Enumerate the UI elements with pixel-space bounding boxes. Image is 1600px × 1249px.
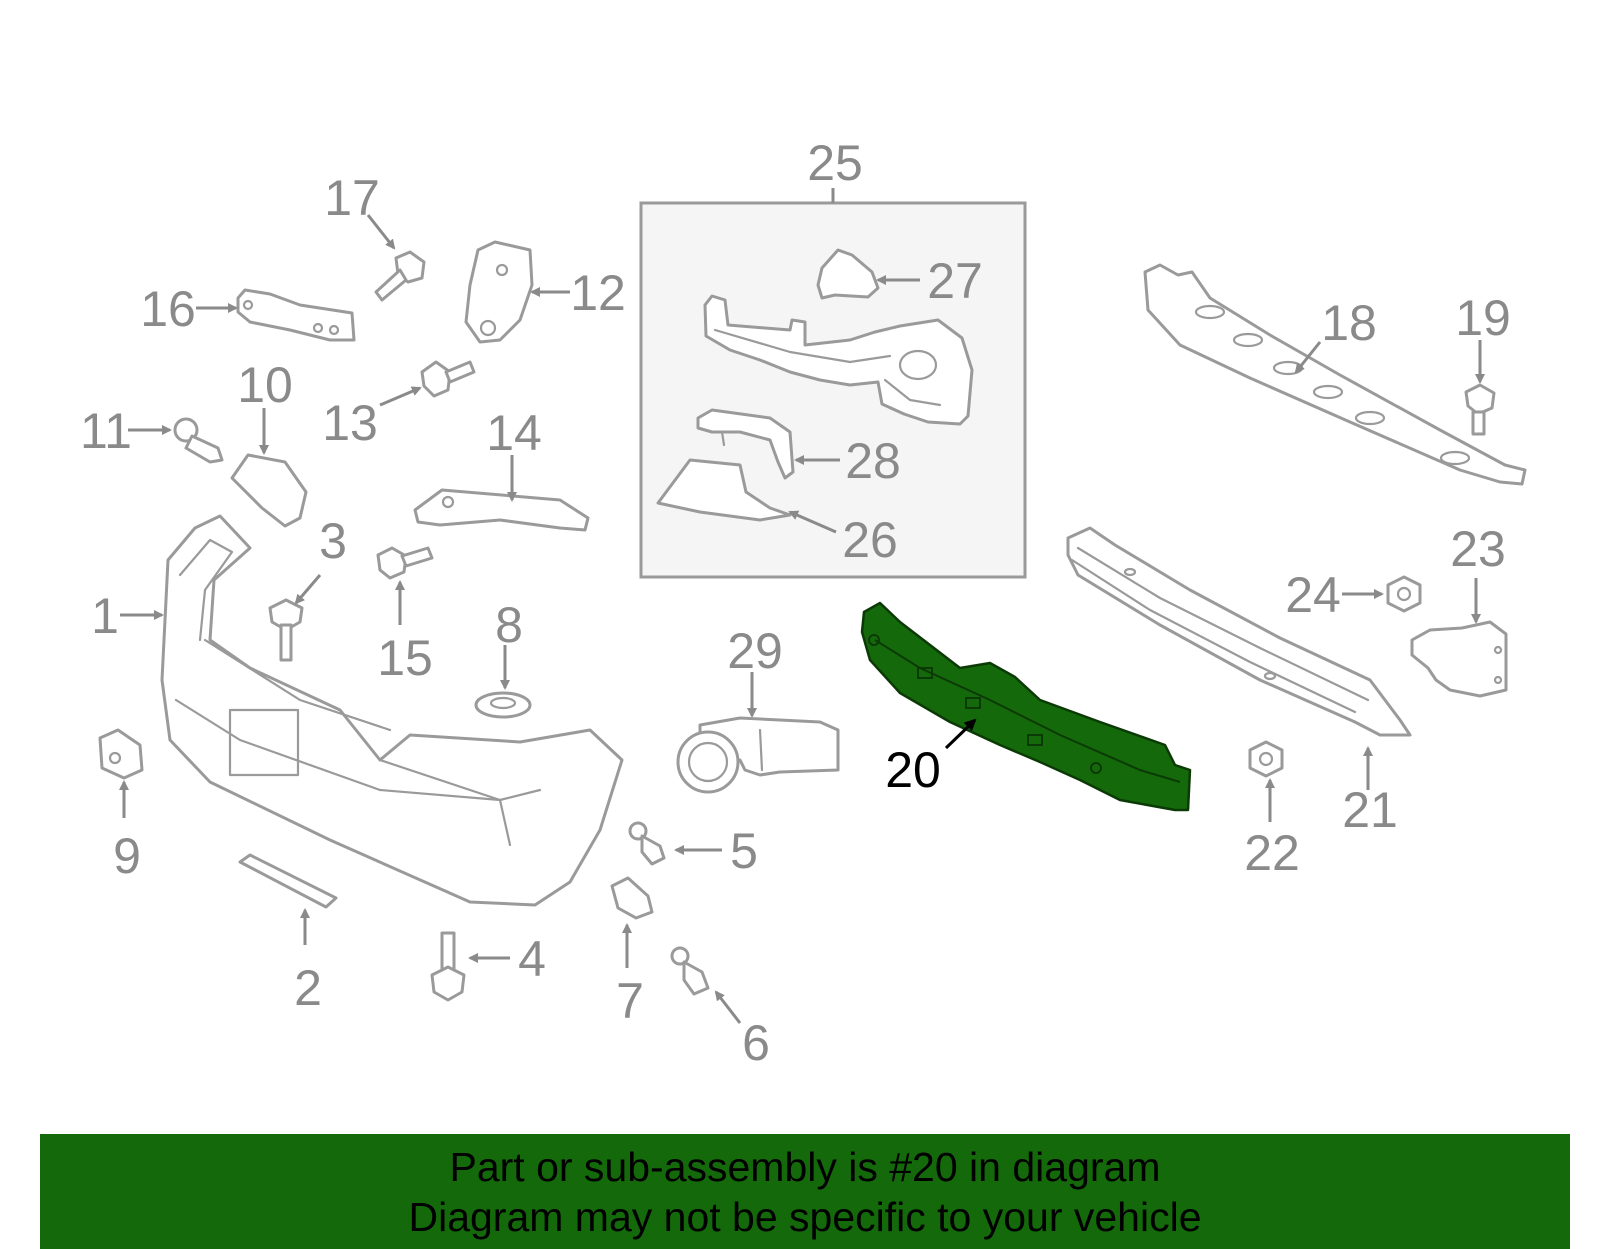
callout-22: 22 (1244, 825, 1300, 881)
part-2[interactable] (238, 853, 338, 909)
callout-7: 7 (616, 973, 644, 1029)
part-20-highlight[interactable] (860, 601, 1192, 812)
callout-29: 29 (727, 623, 783, 679)
part-13-bolt[interactable] (420, 360, 476, 398)
part-24-nut[interactable] (1386, 575, 1422, 613)
part-23-bracket[interactable] (1410, 620, 1508, 698)
callout-11: 11 (80, 403, 132, 459)
part-1-bumper-cover[interactable] (160, 514, 624, 907)
callout-27: 27 (927, 253, 983, 309)
part-26-deflector[interactable] (656, 458, 792, 522)
callout-4: 4 (518, 931, 546, 987)
callout-26: 26 (842, 512, 898, 568)
part-22-nut[interactable] (1248, 740, 1284, 778)
part-12-bracket[interactable] (464, 240, 534, 344)
part-4-bolt[interactable] (430, 931, 466, 1002)
callout-28: 28 (845, 433, 901, 489)
part-5-clip[interactable] (628, 821, 666, 866)
part-14-bracket[interactable] (413, 488, 590, 532)
part-16-bracket[interactable] (236, 288, 356, 342)
callout-17: 17 (324, 170, 380, 226)
callout-16: 16 (140, 281, 196, 337)
part-11-clip[interactable] (173, 417, 224, 464)
part-6-clip[interactable] (670, 946, 710, 996)
part-28-spacer[interactable] (696, 408, 795, 480)
callout-1: 1 (91, 588, 119, 644)
part-8-washer[interactable] (474, 691, 532, 719)
part-15-bolt[interactable] (376, 546, 434, 580)
callout-18: 18 (1321, 295, 1377, 351)
part-20-energy-absorber[interactable] (860, 601, 1192, 812)
part-18-reinforcement[interactable] (1143, 263, 1527, 486)
part-7-clip[interactable] (610, 876, 654, 920)
banner-line-2: Diagram may not be specific to your vehi… (408, 1193, 1202, 1240)
callout-5: 5 (730, 823, 758, 879)
part-27-clip[interactable] (816, 248, 880, 300)
info-banner: Part or sub-assembly is #20 in diagram D… (40, 1134, 1570, 1249)
part-19-bolt[interactable] (1464, 383, 1496, 436)
part-9-nut-clip[interactable] (98, 728, 144, 780)
callout-6: 6 (742, 1015, 770, 1071)
callout-12: 12 (570, 265, 626, 321)
part-10-bracket[interactable] (230, 453, 308, 528)
callout-9: 9 (113, 828, 141, 884)
callout-3: 3 (319, 513, 347, 569)
callout-20: 20 (885, 742, 941, 798)
callout-15: 15 (377, 630, 433, 686)
callout-10: 10 (237, 357, 293, 413)
callout-2: 2 (294, 960, 322, 1016)
callout-21: 21 (1342, 782, 1398, 838)
callout-23: 23 (1450, 521, 1506, 577)
part-17-bolt[interactable] (374, 250, 426, 302)
callout-24: 24 (1285, 567, 1341, 623)
callout-14: 14 (486, 405, 542, 461)
part-25-main-bracket[interactable] (703, 294, 974, 426)
callout-19: 19 (1455, 290, 1511, 346)
banner-line-1: Part or sub-assembly is #20 in diagram (449, 1143, 1161, 1190)
part-29-sensor[interactable] (676, 716, 840, 794)
part-3-bolt[interactable] (268, 598, 304, 662)
part-21-reinforcement[interactable] (1066, 526, 1412, 737)
callout-25: 25 (807, 135, 863, 191)
callout-13: 13 (322, 395, 378, 451)
callout-8: 8 (495, 597, 523, 653)
